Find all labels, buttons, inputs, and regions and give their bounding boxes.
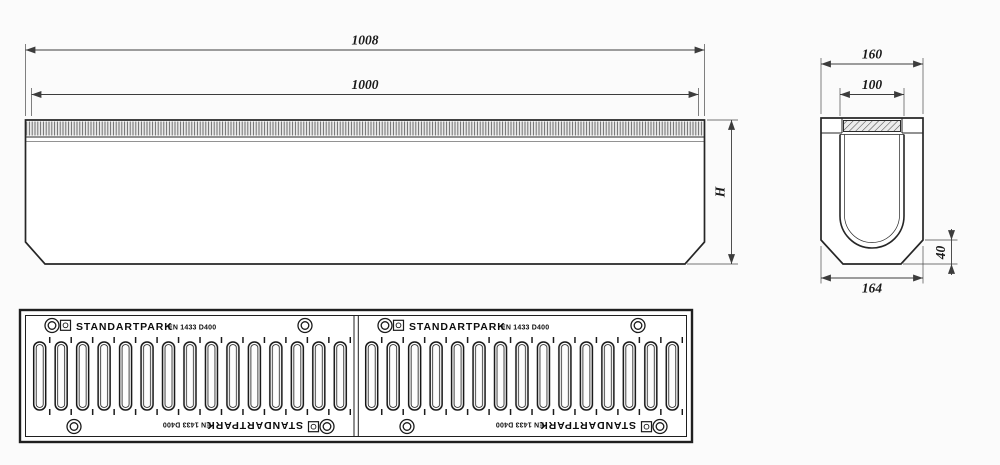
bolt-hole [297, 317, 313, 334]
dim-width-bottom: 164 [820, 246, 924, 296]
bolt-hole [652, 418, 668, 435]
brand-label: STANDARTPARK [76, 321, 173, 333]
side-view: 1008 1000 H [24, 33, 738, 265]
plan-strip-bottom: STANDARTPARK EN 1433 D400 STANDARTPARK E… [66, 418, 668, 435]
dim-length-overall: 1008 [25, 33, 705, 116]
section-view: 160 100 40 164 [820, 47, 958, 296]
grate-center-divider [353, 315, 359, 437]
dim-width-inner: 100 [839, 77, 905, 116]
bolt-hole [399, 418, 415, 435]
dim-label-chamfer-height: 40 [933, 246, 948, 261]
brand-label-rotated: STANDARTPARK [206, 419, 303, 431]
brand-label: STANDARTPARK [409, 321, 506, 333]
dim-label-inner-width: 100 [862, 77, 883, 92]
standard-label-rotated: EN 1433 D400 [163, 421, 211, 428]
bolt-hole [44, 317, 60, 334]
section-inner-channel [839, 134, 905, 249]
standard-label: EN 1433 D400 [168, 324, 216, 331]
dim-label-inner-length: 1000 [352, 77, 379, 92]
grate-edge-hatch [26, 121, 704, 136]
dim-height: H [687, 119, 738, 265]
slot-field-left [29, 337, 351, 415]
dim-label-outer-width: 160 [862, 47, 883, 62]
brand-label-rotated: STANDARTPARK [539, 419, 636, 431]
section-inner-channel-wall [844, 134, 900, 243]
standard-label: EN 1433 D400 [501, 324, 549, 331]
cert-mark [392, 319, 405, 331]
bolt-hole [630, 317, 646, 334]
cert-mark [640, 421, 653, 433]
dim-length-inner: 1000 [31, 77, 699, 116]
section-grate-hatch [843, 120, 901, 132]
bolt-hole [377, 317, 393, 334]
standard-label-rotated: EN 1433 D400 [496, 421, 544, 428]
cert-mark [307, 421, 320, 433]
slot-field-right [361, 337, 683, 415]
plan-strip-top: STANDARTPARK EN 1433 D400 STANDARTPARK E… [44, 317, 646, 334]
dim-width-top: 160 [820, 47, 924, 114]
plan-view: STANDARTPARK EN 1433 D400 STANDARTPARK E… [18, 308, 694, 444]
section-flange-lines [821, 118, 923, 135]
grate-inner-frame [25, 315, 687, 437]
section-outline [820, 117, 924, 265]
dim-label-bottom-width: 164 [862, 281, 883, 296]
channel-body-outline [24, 119, 706, 265]
cert-mark [59, 319, 72, 331]
dim-chamfer-height: 40 [903, 229, 958, 275]
bolt-hole [66, 418, 82, 435]
dim-label-overall-length: 1008 [352, 33, 379, 48]
dim-label-height: H [713, 186, 728, 198]
bolt-hole [319, 418, 335, 435]
